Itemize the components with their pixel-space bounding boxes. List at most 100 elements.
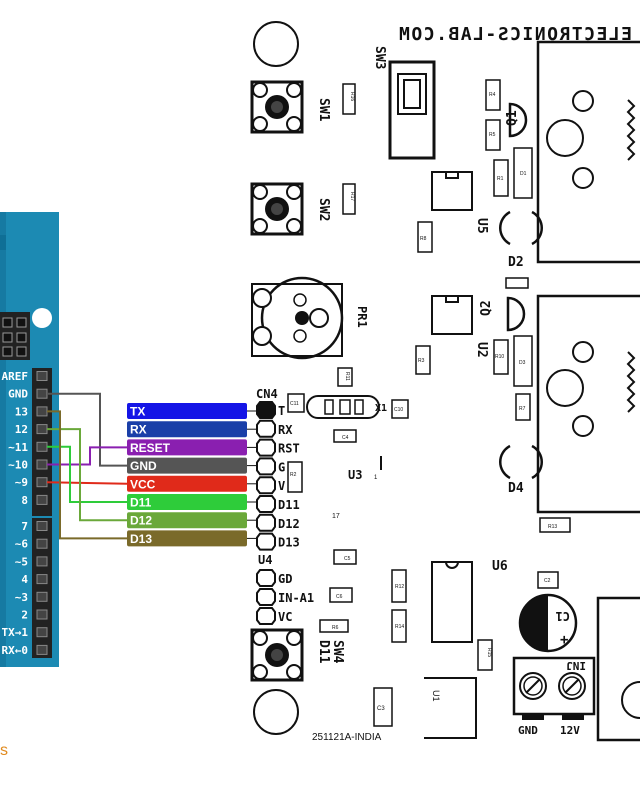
signal-bar-fill [127, 512, 247, 529]
connector-pin-label: V [278, 479, 285, 493]
svg-text:Q1: Q1 [505, 110, 520, 126]
resistor-r11: R11 [337, 367, 353, 387]
svg-text:R5: R5 [489, 132, 496, 138]
switch-sw3: SW3 [372, 46, 436, 160]
svg-text:17: 17 [332, 513, 340, 520]
jumper-wires [46, 392, 258, 540]
connector-pin [256, 419, 276, 438]
u4-pin [256, 569, 276, 587]
svg-text:R10: R10 [495, 354, 504, 360]
led-d4: D4 [499, 444, 543, 496]
pcb-code: 251121A-INDIA [312, 732, 382, 743]
u4-pin [256, 588, 276, 606]
svg-text:SW4: SW4 [330, 640, 345, 664]
svg-text:C5: C5 [344, 556, 351, 562]
connector-pin [256, 513, 276, 532]
capacitor-c3: C3 [373, 687, 393, 727]
svg-text:SW2: SW2 [316, 198, 331, 221]
svg-text:D3: D3 [519, 360, 526, 366]
svg-text:X1: X1 [375, 403, 387, 414]
header-label: 13 [15, 405, 28, 418]
header-label: 12 [15, 423, 28, 436]
module-bottom [536, 294, 640, 514]
resistor-r3: R3 [415, 345, 431, 375]
switch-sw1: SW1 [250, 80, 331, 134]
svg-text:1: 1 [374, 475, 378, 481]
svg-text:C4: C4 [342, 435, 349, 441]
signal-bar-rx: RX [127, 421, 247, 438]
signal-label: GND [130, 459, 157, 473]
u1-outline: U1 [424, 677, 477, 739]
mounting-hole-bottom [253, 689, 299, 735]
u4-pin [256, 607, 276, 625]
connector-pin [256, 495, 276, 513]
signal-bar-d11: D11 [127, 494, 247, 510]
signal-bar-fill [127, 475, 247, 492]
module-top [536, 40, 640, 264]
resistor-r10: R10 [493, 339, 509, 375]
resistor-r12: R12 [391, 569, 407, 603]
header-pin-4 [36, 574, 48, 585]
connector-pin [256, 476, 276, 495]
svg-text:R6: R6 [332, 625, 339, 631]
u4-pin-label: VC [278, 610, 292, 624]
svg-text:R1: R1 [497, 176, 504, 182]
svg-text:R14: R14 [395, 624, 404, 630]
connector-pin-label: D12 [278, 517, 300, 531]
svg-text:U1: U1 [431, 690, 441, 702]
diode-d1: D1 [513, 147, 533, 199]
svg-text:R11: R11 [344, 372, 350, 381]
header-pin-2 [36, 609, 48, 620]
signal-label: VCC [130, 477, 156, 491]
signal-label: D12 [130, 514, 152, 528]
svg-text:C2: C2 [544, 578, 551, 584]
wire-gnd [47, 392, 127, 467]
signal-bar-gnd: GND [127, 457, 247, 474]
svg-text:12V: 12V [560, 724, 580, 737]
ic-u5: U5 [431, 171, 489, 234]
connector-pin-label: D13 [278, 536, 300, 550]
svg-text:C3: C3 [377, 706, 385, 712]
svg-text:R3: R3 [418, 358, 425, 364]
resistor-r1: R1 [493, 159, 509, 197]
signal-label: RX [130, 423, 147, 437]
svg-text:SW3: SW3 [372, 46, 387, 69]
header-label: 4 [21, 573, 28, 586]
connector-name: CN4 [256, 387, 278, 401]
header-label: ~5 [15, 555, 28, 568]
svg-text:D11: D11 [316, 640, 331, 664]
u4-pin-label: GD [278, 572, 292, 586]
header-label: ~6 [15, 538, 29, 551]
header-pin-9 [36, 477, 48, 488]
resistor-r5: R5 [485, 119, 501, 151]
signal-bar-tx: TX [127, 403, 247, 419]
signal-label: RESET [130, 441, 171, 455]
signal-bar-fill [127, 439, 247, 456]
connector-pin-label: G [278, 460, 285, 474]
capacitor-c10: C10 [391, 399, 409, 419]
header-pin-gnd [36, 388, 48, 399]
header-pin-3 [36, 591, 48, 602]
header-pin-5 [36, 556, 48, 567]
header-pin-10 [36, 459, 48, 470]
connector-pin [256, 457, 276, 476]
connector-pin [256, 401, 276, 419]
resistor-r9 [505, 277, 529, 289]
wire-d11 [47, 445, 127, 503]
svg-text:D1: D1 [520, 171, 527, 177]
crystal-x1: X1 [306, 395, 387, 419]
header-pin-tx-1 [36, 627, 48, 638]
resistor-r8: R8 [417, 221, 433, 253]
ic-u6: U6 [431, 559, 508, 643]
resistor-r17: R17 [342, 183, 356, 215]
resistor-r16: R16 [342, 83, 356, 115]
dc-jack [596, 596, 640, 742]
resistor-r4: R4 [485, 79, 501, 111]
capacitor-c11: C11 [287, 393, 305, 413]
svg-text:Q2: Q2 [479, 300, 494, 316]
